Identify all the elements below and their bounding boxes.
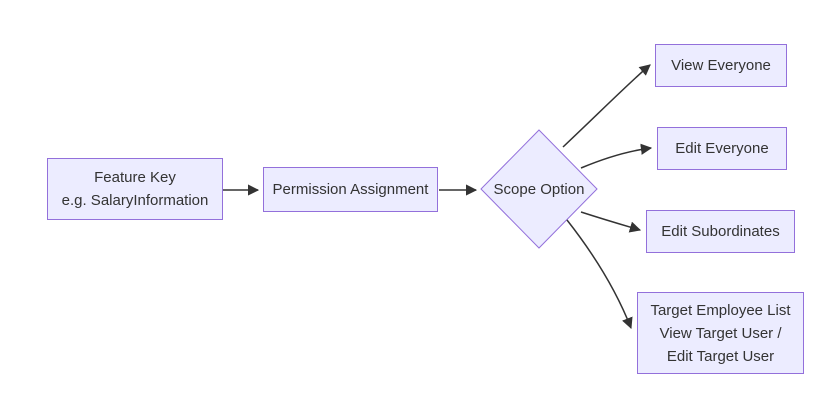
edge-scope-to-targetlist	[566, 219, 633, 330]
node-feature-key: Feature Key e.g. SalaryInformation	[47, 158, 223, 220]
edge-scope-to-editeveryone	[580, 143, 653, 169]
node-view-everyone-label: View Everyone	[671, 57, 771, 74]
scope-option-diamond-shape	[480, 129, 598, 249]
node-edit-everyone-label: Edit Everyone	[675, 140, 769, 157]
edge-scope-to-vieweveryone	[562, 64, 651, 148]
node-feature-key-line1: Feature Key	[94, 169, 176, 186]
node-view-everyone: View Everyone	[655, 44, 787, 87]
node-edit-subordinates-label: Edit Subordinates	[661, 223, 780, 240]
node-feature-key-line2: e.g. SalaryInformation	[61, 192, 209, 209]
node-target-employee-list-line2: View Target User /	[659, 324, 782, 342]
node-scope-option-label: Scope Option	[493, 180, 585, 198]
node-edit-subordinates: Edit Subordinates	[646, 210, 795, 253]
node-target-employee-list-line3: Edit Target User	[666, 347, 775, 365]
edge-scope-to-editsubordinates	[580, 211, 642, 233]
node-permission-assignment: Permission Assignment	[263, 167, 438, 212]
node-target-employee-list-line1: Target Employee List	[650, 301, 791, 319]
node-target-employee-list: Target Employee List View Target User / …	[637, 292, 804, 374]
node-edit-everyone: Edit Everyone	[657, 127, 787, 170]
node-permission-assignment-label: Permission Assignment	[272, 181, 429, 198]
